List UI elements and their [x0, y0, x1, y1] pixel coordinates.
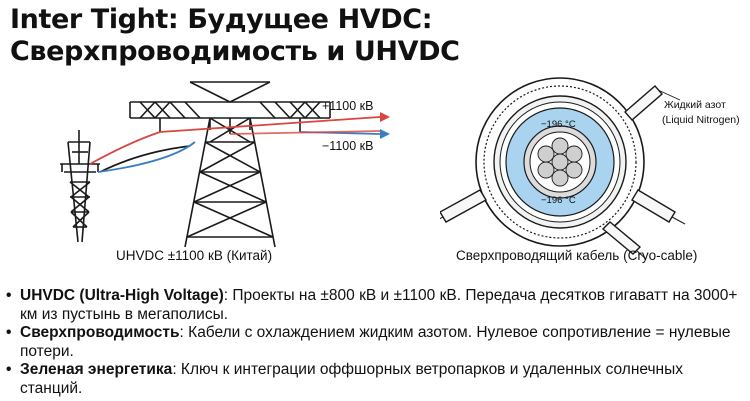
bullet-term: UHVDC (Ultra-High Voltage) — [20, 287, 224, 304]
caption-uhvdc: UHVDC ±1100 кВ (Китай) — [116, 248, 273, 263]
uhvdc-tower-illustration: +1100 кВ −1100 кВ — [60, 81, 390, 248]
bullet-term: Зеленая энергетика — [20, 361, 173, 378]
cryo-cable-illustration: −196 °C −196 °C Жидкий азот (Liquid Nitr… — [440, 77, 740, 260]
large-tower-icon — [129, 81, 331, 248]
caption-cryo-cable: Сверхпроводящий кабель (Cryo-cable) — [456, 248, 698, 263]
temp-top: −196 °C — [541, 119, 576, 130]
bullet-list: UHVDC (Ultra-High Voltage): Проекты на ±… — [6, 287, 741, 398]
bullet-text: : Проекты на ±800 кВ и ±1100 кВ. Передач… — [20, 287, 738, 323]
list-item: Сверхпроводимость: Кабели с охлаждением … — [6, 324, 741, 361]
page-title: Inter Tight: Будущее HVDC: Сверхпроводим… — [10, 4, 460, 67]
bullet-text: : Ключ к интеграции оффшорных ветропарко… — [20, 361, 684, 397]
bullet-text: : Кабели с охлаждением жидким азотом. Ну… — [20, 324, 731, 360]
small-tower-icon — [60, 130, 100, 243]
bullet-term: Сверхпроводимость — [20, 324, 180, 341]
label-liquid-nitrogen-en: (Liquid Nitrogen) — [662, 114, 740, 126]
cable-cross-section-icon — [440, 77, 686, 260]
label-minus-voltage: −1100 кВ — [322, 139, 373, 153]
list-item: UHVDC (Ultra-High Voltage): Проекты на ±… — [6, 287, 741, 324]
label-plus-voltage: +1100 кВ — [322, 99, 373, 113]
label-liquid-nitrogen: Жидкий азот — [664, 99, 726, 111]
list-item: Зеленая энергетика: Ключ к интеграции оф… — [6, 361, 741, 398]
temp-bottom: −196 °C — [541, 195, 576, 206]
